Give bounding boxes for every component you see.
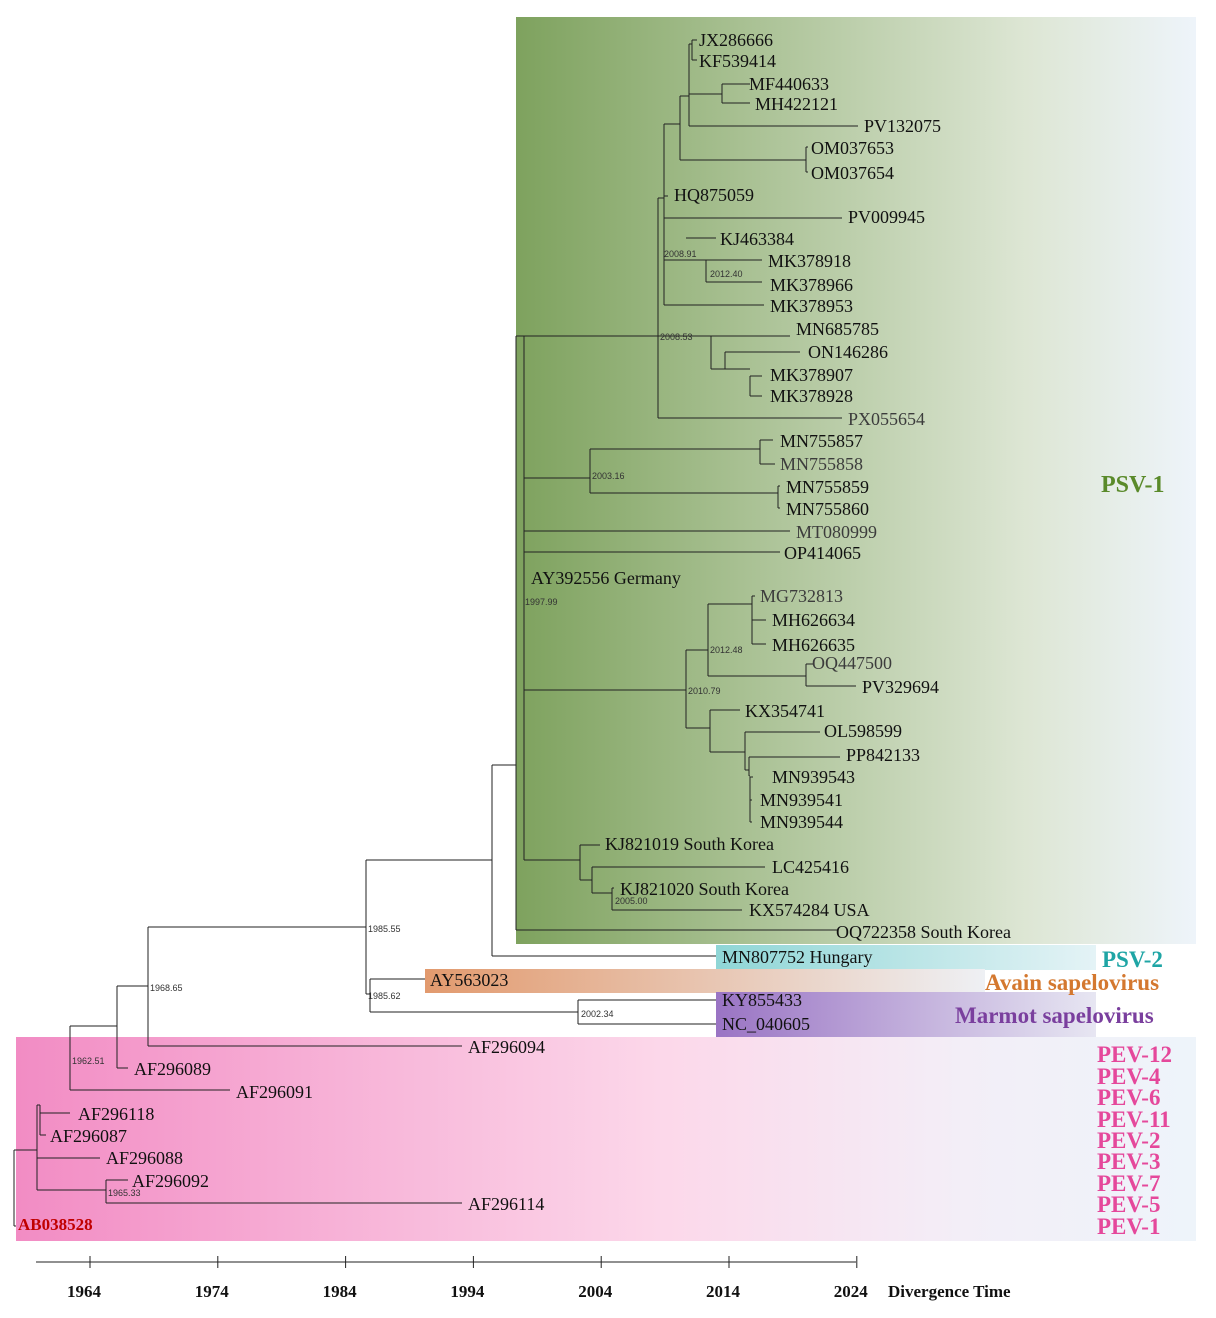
branch-segment [13, 39, 858, 1227]
tip-label: HQ875059 [674, 185, 754, 205]
psv2-band [716, 945, 1096, 970]
node-age-label: 1997.99 [525, 597, 558, 607]
clade-label-psv2: PSV-2 [1102, 947, 1163, 972]
node-age-label: 2008.53 [660, 332, 693, 342]
avian-band [425, 969, 985, 993]
pev-label: PEV-5 [1097, 1192, 1160, 1217]
tip-label: AF296092 [132, 1171, 209, 1191]
tip-label: MN755859 [786, 477, 869, 497]
tip-label: ON146286 [808, 342, 888, 362]
node-age-label: 1968.65 [150, 983, 183, 993]
node-age-label: 2003.16 [592, 471, 625, 481]
tip-label: MH422121 [755, 94, 838, 114]
pev-label: PEV-12 [1097, 1042, 1172, 1067]
time-axis: 1964 1974 1984 1994 2004 2014 2024 Divergence … [36, 1256, 1011, 1301]
tip-label: LC425416 [772, 857, 849, 877]
node-age-label: 1962.51 [72, 1056, 105, 1066]
pev-label: PEV-6 [1097, 1085, 1160, 1110]
tip-label: MN807752 Hungary [722, 947, 873, 967]
tip-label: PX055654 [848, 409, 925, 429]
axis-title: Divergence Time [888, 1282, 1011, 1301]
pev-label: PEV-3 [1097, 1149, 1160, 1174]
node-age-label: 2012.48 [710, 645, 743, 655]
tip-label: AF296114 [468, 1194, 544, 1214]
tip-label: AF296094 [468, 1037, 545, 1057]
axis-tick-label: 1994 [450, 1282, 485, 1301]
clade-label-psv1: PSV-1 [1101, 472, 1165, 498]
root-tip-label: AB038528 [18, 1215, 93, 1234]
tip-label: AF296089 [134, 1059, 211, 1079]
axis-ticks: 1964 1974 1984 1994 2004 2014 2024 [67, 1256, 868, 1301]
axis-tick-label: 2014 [706, 1282, 741, 1301]
tip-label: MK378928 [770, 386, 853, 406]
node-age-label: 1985.55 [368, 924, 401, 934]
tip-label: MN939541 [760, 790, 843, 810]
tip-label: OM037654 [811, 163, 894, 183]
clade-label-avian: Avain sapelovirus [985, 970, 1159, 995]
axis-tick-label: 1974 [195, 1282, 230, 1301]
tip-label: PV132075 [864, 116, 941, 136]
tip-label: AF296091 [236, 1082, 313, 1102]
axis-tick-label: 1984 [323, 1282, 358, 1301]
tip-label: OQ447500 [812, 653, 892, 673]
tip-label: OL598599 [824, 721, 902, 741]
node-age-label: 2012.40 [710, 269, 743, 279]
tip-label: PV329694 [862, 677, 939, 697]
tip-label: KF539414 [699, 51, 776, 71]
node-age-label: 2010.79 [688, 686, 721, 696]
tip-label: PP842133 [846, 745, 920, 765]
node-age-label: 2002.34 [581, 1009, 614, 1019]
axis-tick-label: 1964 [67, 1282, 102, 1301]
pev-label: PEV-1 [1097, 1214, 1160, 1239]
marmot-band [716, 992, 1096, 1037]
tip-label: MK378907 [770, 365, 853, 385]
tip-label: AF296118 [78, 1104, 154, 1124]
pev-label: PEV-11 [1097, 1107, 1171, 1132]
axis-tick-label: 2004 [578, 1282, 613, 1301]
tip-label: MN939543 [772, 767, 855, 787]
tip-label: KJ821019 South Korea [605, 834, 774, 854]
pev-label: PEV-4 [1097, 1064, 1161, 1089]
tip-label: MN685785 [796, 319, 879, 339]
tip-label: MN755858 [780, 454, 863, 474]
tip-label: MN755857 [780, 431, 863, 451]
tip-label: OQ722358 South Korea [836, 922, 1011, 942]
tip-label: MK378953 [770, 296, 853, 316]
tip-label: AY563023 [430, 970, 508, 990]
node-age-label: 1965.33 [108, 1188, 141, 1198]
tip-label: AF296088 [106, 1148, 183, 1168]
tip-label: KY855433 [722, 990, 802, 1010]
tip-label: MH626634 [772, 610, 855, 630]
clade-label-marmot: Marmot sapelovirus [955, 1003, 1154, 1028]
tip-label: KX574284 USA [749, 900, 870, 920]
pev-panel [16, 1037, 1196, 1241]
tip-label: AY392556 Germany [531, 568, 681, 588]
tip-label: MK378966 [770, 275, 853, 295]
tip-label: AF296087 [50, 1126, 127, 1146]
tip-label: MT080999 [796, 522, 877, 542]
tip-label: KJ821020 South Korea [620, 879, 789, 899]
tip-label: MK378918 [768, 251, 851, 271]
tip-label: JX286666 [699, 30, 773, 50]
pev-label: PEV-2 [1097, 1128, 1160, 1153]
tip-label: OM037653 [811, 138, 894, 158]
tip-label: MN755860 [786, 499, 869, 519]
node-age-label: 1985.62 [368, 991, 401, 1001]
tree-branches [13, 39, 858, 1227]
node-age-label: 2008.91 [664, 249, 697, 259]
tip-label: MG732813 [760, 586, 843, 606]
psv1-panel [516, 17, 1196, 944]
tip-label: MN939544 [760, 812, 843, 832]
tip-label: MH626635 [772, 635, 855, 655]
tip-label: NC_040605 [722, 1014, 810, 1034]
tip-label: MF440633 [749, 74, 829, 94]
tip-label: PV009945 [848, 207, 925, 227]
tip-label: KJ463384 [720, 229, 794, 249]
tip-label: KX354741 [745, 701, 825, 721]
tip-label: OP414065 [784, 543, 861, 563]
pev-label: PEV-7 [1097, 1171, 1160, 1196]
node-age-label: 2005.00 [615, 896, 648, 906]
axis-tick-label: 2024 [834, 1282, 869, 1301]
